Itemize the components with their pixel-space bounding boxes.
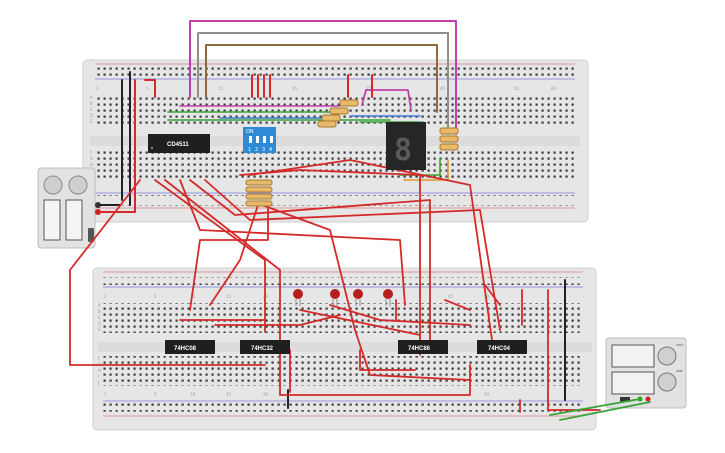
led-4[interactable] [383,289,393,306]
led-1[interactable] [293,289,303,306]
bottom-row-b: B [98,309,101,314]
top-row-c: C [90,107,93,112]
top-col-1: 1 [96,86,99,91]
dip-pos-4: 4 [269,147,272,153]
knob-icon[interactable] [68,175,88,195]
dip-toggle-1[interactable] [249,136,252,143]
top-row-f: F [90,150,93,155]
amp-label: AMP [676,369,683,373]
top-col-55: 55 [514,86,520,91]
chip-74hc04-label: 74HC04 [488,346,511,352]
bottom-row-d: D [98,321,101,326]
bottom-row-e: E [98,327,101,332]
dip-toggle-3[interactable] [263,136,266,143]
terminal-black-icon[interactable] [95,202,101,208]
bottom-col-1: 1 [104,294,107,299]
resistor[interactable] [439,127,459,135]
bottom-col-50: 50 [484,294,490,299]
top-col-35: 35 [366,86,372,91]
display-digit: 8 [394,133,412,168]
amp-knob-icon[interactable] [657,372,677,392]
bottom-col-5: 5 [154,294,157,299]
resistor[interactable] [321,114,341,122]
top-col-60: 60 [551,86,557,91]
led-2[interactable] [330,289,340,306]
chip-74hc86[interactable]: 74HC86 [398,340,448,354]
dip-toggle-4[interactable] [270,136,273,143]
resistor[interactable] [439,135,459,143]
top-col-25: 25 [292,86,298,91]
top-row-d: D [90,113,93,118]
resistor[interactable] [339,99,359,107]
resistor[interactable] [245,193,273,200]
top-breadboard[interactable]: 1 5 15 25 35 45 55 60 A B C D E F G H I … [82,59,589,223]
bottom-col-10b: 10 [190,392,196,397]
top-col-15: 15 [218,86,224,91]
top-col-5: 5 [146,86,149,91]
resistor[interactable] [245,186,273,193]
bottom-breadboard[interactable]: 1 5 10 15 20 45 50 1 5 10 15 20 50 A B C… [92,267,597,431]
bottom-col-15: 15 [226,294,232,299]
bottom-col-5b: 5 [154,392,157,397]
resistor[interactable] [245,200,273,207]
resistor[interactable] [317,120,337,128]
leds[interactable] [293,289,393,306]
top-row-e: E [90,119,93,124]
chip-74hc32[interactable]: 74HC32 [240,340,290,354]
chip-74hc04[interactable]: 74HC04 [477,340,527,354]
bottom-col-15b: 15 [226,392,232,397]
wires[interactable] [69,20,651,421]
chip-74hc08-label: 74HC08 [174,346,197,352]
top-row-b: B [90,101,93,106]
bottom-col-45: 45 [448,294,454,299]
terminal-red-icon[interactable] [95,209,101,215]
top-col-45: 45 [440,86,446,91]
dip-pos-3: 3 [262,147,265,153]
dip-toggle-2[interactable] [256,136,259,143]
dip-pos-2: 2 [255,147,258,153]
power-supply-left[interactable] [37,167,101,249]
chip-74hc86-label: 74HC86 [408,346,431,352]
seven-segment-display[interactable]: 8 [386,122,426,170]
bottom-col-20b: 20 [263,392,269,397]
dip-pos-1: 1 [248,147,251,153]
volt-label: VOLT [676,343,684,347]
bottom-col-50b: 50 [484,392,490,397]
cd4511-chip[interactable]: CD4511 [148,134,210,153]
power-supply-right[interactable]: VOLT AMP [605,337,687,409]
terminal-red-icon[interactable] [645,396,651,402]
bottom-row-i: I [98,374,99,379]
knob-icon[interactable] [43,175,63,195]
dip-on-label: ON [246,129,254,135]
volt-knob-icon[interactable] [657,346,677,366]
bottom-row-f: F [98,356,101,361]
top-row-h: H [90,162,93,167]
chip-74hc32-label: 74HC32 [251,346,274,352]
chip-74hc08[interactable]: 74HC08 [165,340,215,354]
resistor[interactable] [439,143,459,151]
top-row-a: A [90,95,93,100]
bottom-row-h: H [98,368,101,373]
resistor[interactable] [329,107,349,115]
bottom-row-j: J [97,380,99,385]
top-row-g: G [90,156,93,161]
bottom-col-1b: 1 [104,392,107,397]
resistors-top[interactable] [245,99,459,207]
cd4511-label: CD4511 [167,142,189,148]
resistor[interactable] [245,179,273,186]
bottom-row-c: C [98,315,101,320]
dip-switch[interactable]: ON 1 2 3 4 [243,127,276,153]
bottom-row-a: A [98,303,101,308]
led-3[interactable] [353,289,363,306]
